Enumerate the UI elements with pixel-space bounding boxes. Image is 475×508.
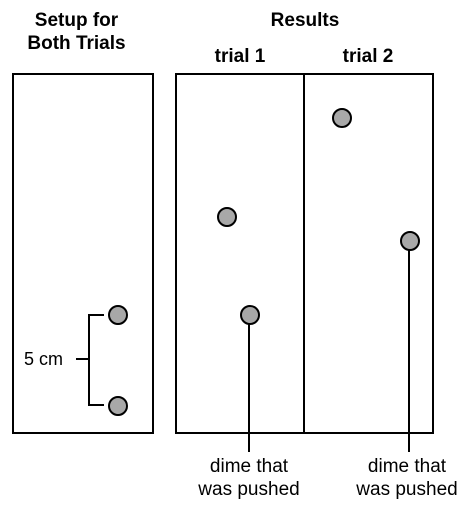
- trial-2-dime-struck: [332, 108, 352, 128]
- setup-title-line2: Both Trials: [27, 33, 126, 54]
- trial-1-dime-struck: [217, 207, 237, 227]
- setup-title: Setup for Both Trials: [0, 9, 153, 55]
- trial-2-caption-line1: dime that: [367, 456, 447, 477]
- setup-title-line1: Setup for: [34, 10, 119, 31]
- trial-1-dime-pushed: [240, 305, 260, 325]
- trial-1-caption-line2: was pushed: [198, 479, 300, 500]
- trial-2-dime-pushed: [400, 231, 420, 251]
- distance-label: 5 cm: [24, 349, 64, 369]
- setup-dime-bottom: [108, 396, 128, 416]
- trial-2-caption-line2: was pushed: [356, 479, 458, 500]
- distance-bracket: [88, 314, 104, 406]
- results-title: Results: [270, 10, 340, 31]
- trial-1-caption: dime that was pushed: [179, 455, 319, 501]
- trial-1-caption-line1: dime that: [209, 456, 289, 477]
- trial-1-label: trial 1: [214, 46, 266, 67]
- trial-2-caption: dime that was pushed: [339, 455, 475, 501]
- setup-dime-top: [108, 305, 128, 325]
- trial-divider: [303, 73, 305, 434]
- setup-panel: [12, 73, 154, 434]
- trial-2-label: trial 2: [342, 46, 394, 67]
